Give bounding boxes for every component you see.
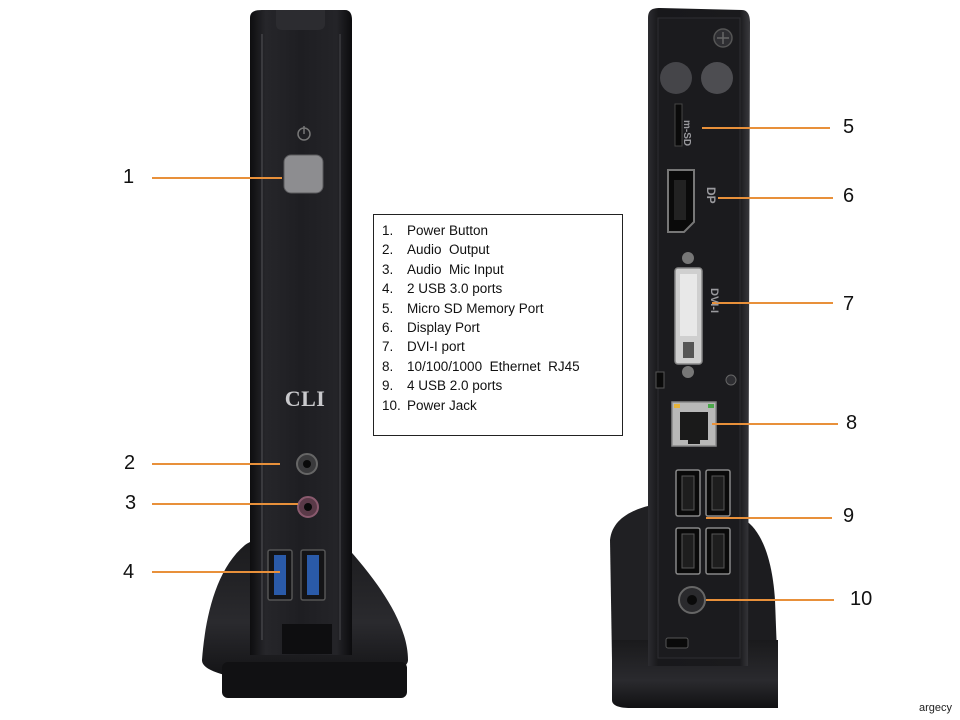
legend-item: 3. Audio Mic Input	[382, 260, 622, 279]
callout-number-6: 6	[843, 185, 855, 207]
callout-number-4: 4	[123, 561, 135, 583]
rubber-foot	[701, 62, 733, 94]
lock-slot	[655, 371, 665, 389]
legend-item: 1. Power Button	[382, 221, 622, 240]
display-port[interactable]	[667, 169, 695, 233]
legend-list: 1. Power Button 2. Audio Output 3. Audio Mi…	[382, 221, 622, 415]
legend-item-label: 2 USB 3.0 ports	[407, 281, 503, 297]
leader-lines	[152, 127, 838, 601]
legend-item-number: 10.	[382, 397, 401, 413]
legend-item-number: 1.	[382, 223, 394, 238]
port-legend: 1. Power Button 2. Audio Output 3. Audio Mi…	[373, 214, 623, 436]
legend-item-number: 6.	[382, 319, 394, 335]
callout-number-9: 9	[843, 505, 855, 527]
front-base-slot	[282, 624, 332, 654]
legend-item: 6. Display Port	[382, 318, 622, 337]
legend-item-label: Power Button	[407, 223, 489, 238]
legend-item: 10. Power Jack	[382, 396, 622, 415]
callout-number-5: 5	[843, 116, 855, 138]
callout-number-10: 10	[850, 588, 873, 610]
legend-item-label: Power Jack	[407, 397, 477, 413]
dvi-port[interactable]	[674, 252, 703, 378]
legend-item-number: 7.	[382, 339, 394, 355]
callout-number-1: 1	[123, 166, 135, 188]
screw-icon	[725, 374, 737, 386]
legend-item-number: 9.	[382, 378, 394, 394]
legend-item: 8. 10/100/1000 Ethernet RJ45	[382, 357, 622, 376]
legend-item-number: 2.	[382, 242, 394, 258]
power-jack[interactable]	[678, 586, 706, 614]
legend-item-label: Display Port	[407, 319, 480, 335]
legend-item: 2. Audio Output	[382, 240, 622, 259]
power-button[interactable]	[283, 154, 324, 194]
legend-item-number: 4.	[382, 281, 394, 297]
vent-slot	[665, 637, 689, 649]
legend-item-label: 10/100/1000 Ethernet RJ45	[407, 358, 580, 374]
usb2-port-4[interactable]	[705, 527, 731, 575]
dvi-port-label: DVI-I	[708, 288, 720, 314]
legend-item: 4. 2 USB 3.0 ports	[382, 279, 622, 298]
usb2-port-2[interactable]	[705, 469, 731, 517]
callout-number-3: 3	[125, 492, 137, 514]
audio-mic-jack[interactable]	[297, 496, 319, 518]
legend-item-number: 8.	[382, 358, 394, 374]
legend-item-number: 3.	[382, 261, 394, 277]
callout-number-8: 8	[846, 412, 858, 434]
usb2-port-3[interactable]	[675, 527, 701, 575]
legend-item: 7. DVI-I port	[382, 337, 622, 356]
usb2-port-1[interactable]	[675, 469, 701, 517]
screw-icon	[713, 28, 733, 48]
display-port-label: DP	[704, 187, 718, 204]
legend-item-label: Audio Output	[407, 242, 490, 258]
audio-output-jack[interactable]	[296, 453, 318, 475]
legend-item-label: Micro SD Memory Port	[407, 300, 544, 316]
front-unit	[201, 10, 408, 698]
usb3-port-left[interactable]	[267, 549, 293, 601]
watermark: argecy	[918, 702, 952, 714]
micro-sd-slot[interactable]	[674, 103, 683, 147]
micro-sd-port-label: m-SD	[681, 120, 692, 147]
legend-item-number: 5.	[382, 300, 394, 316]
usb3-port-right[interactable]	[300, 549, 326, 601]
ethernet-port[interactable]	[671, 401, 717, 447]
brand-logo: CLI	[284, 386, 326, 411]
legend-item: 9. 4 USB 2.0 ports	[382, 376, 622, 395]
callout-number-2: 2	[124, 452, 136, 474]
legend-item: 5. Micro SD Memory Port	[382, 299, 622, 318]
power-icon	[297, 126, 311, 141]
legend-item-label: DVI-I port	[407, 339, 465, 355]
rubber-foot	[660, 62, 692, 94]
callout-number-7: 7	[843, 293, 855, 315]
legend-item-label: Audio Mic Input	[407, 261, 504, 277]
legend-item-label: 4 USB 2.0 ports	[407, 378, 503, 394]
